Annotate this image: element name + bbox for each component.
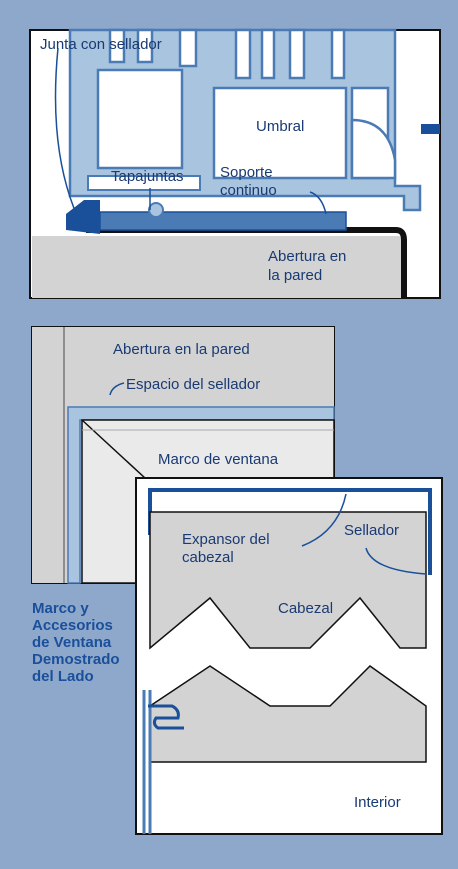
sill-slot bbox=[234, 28, 252, 80]
flashing-line bbox=[86, 227, 407, 298]
wall-opening-substrate bbox=[32, 236, 404, 298]
mull-post bbox=[142, 690, 152, 834]
leader-sealant bbox=[365, 547, 427, 575]
leader-continuous-support bbox=[309, 191, 327, 215]
fastener-circle-icon bbox=[148, 202, 164, 218]
label-interior: Interior bbox=[354, 794, 401, 811]
head-detail-panel bbox=[135, 477, 443, 835]
corner-detail-panel bbox=[31, 326, 335, 584]
sill-slot bbox=[288, 28, 306, 80]
label-joint-sealant: Junta con sellador bbox=[40, 36, 162, 53]
sill-slot bbox=[178, 28, 198, 68]
sill-slot bbox=[136, 28, 154, 64]
edge-marker-icon bbox=[421, 124, 440, 134]
sealant-gap-band bbox=[67, 406, 335, 584]
label-sill: Umbral bbox=[256, 118, 305, 135]
label-flashing: Tapajuntas bbox=[111, 168, 184, 185]
head-block bbox=[149, 511, 427, 650]
label-wall-opening-1: Abertura en bbox=[268, 248, 347, 265]
continuous-support bbox=[99, 211, 347, 231]
leader-head-expander bbox=[301, 493, 347, 547]
sill-profile bbox=[68, 28, 422, 212]
label-head-expander-1: Expansor del bbox=[182, 531, 270, 548]
label-head: Cabezal bbox=[278, 600, 334, 617]
label-sealant: Sellador bbox=[344, 522, 400, 539]
clip-hook bbox=[148, 704, 184, 730]
sill-curved-chamber bbox=[350, 118, 397, 180]
leader-joint-sealant bbox=[54, 47, 79, 219]
lower-frame-block bbox=[149, 665, 427, 763]
label-head-expander-2: cabezal bbox=[182, 549, 234, 566]
diagram-caption: Marco y Accesorios de Ventana Demostrado… bbox=[32, 600, 120, 685]
sill-left-chamber bbox=[96, 68, 184, 170]
sill-detail-panel bbox=[29, 28, 441, 299]
label-continuous-support-2: continuo bbox=[220, 182, 277, 199]
sill-slot bbox=[330, 28, 346, 80]
sill-slot bbox=[108, 28, 126, 64]
label-continuous-support-1: Soporte bbox=[220, 164, 273, 181]
label-wall-opening-2: la pared bbox=[268, 267, 323, 284]
sill-slot bbox=[260, 28, 276, 80]
label-sealant-gap: Espacio del sellador bbox=[126, 376, 261, 393]
label-wall-opening-corner: Abertura en la pared bbox=[113, 341, 250, 358]
leader-sealant-gap bbox=[109, 382, 125, 396]
sill-lower-chamber bbox=[87, 175, 201, 191]
label-window-frame: Marco de ventana bbox=[158, 451, 279, 468]
sill-chamber bbox=[212, 86, 348, 180]
